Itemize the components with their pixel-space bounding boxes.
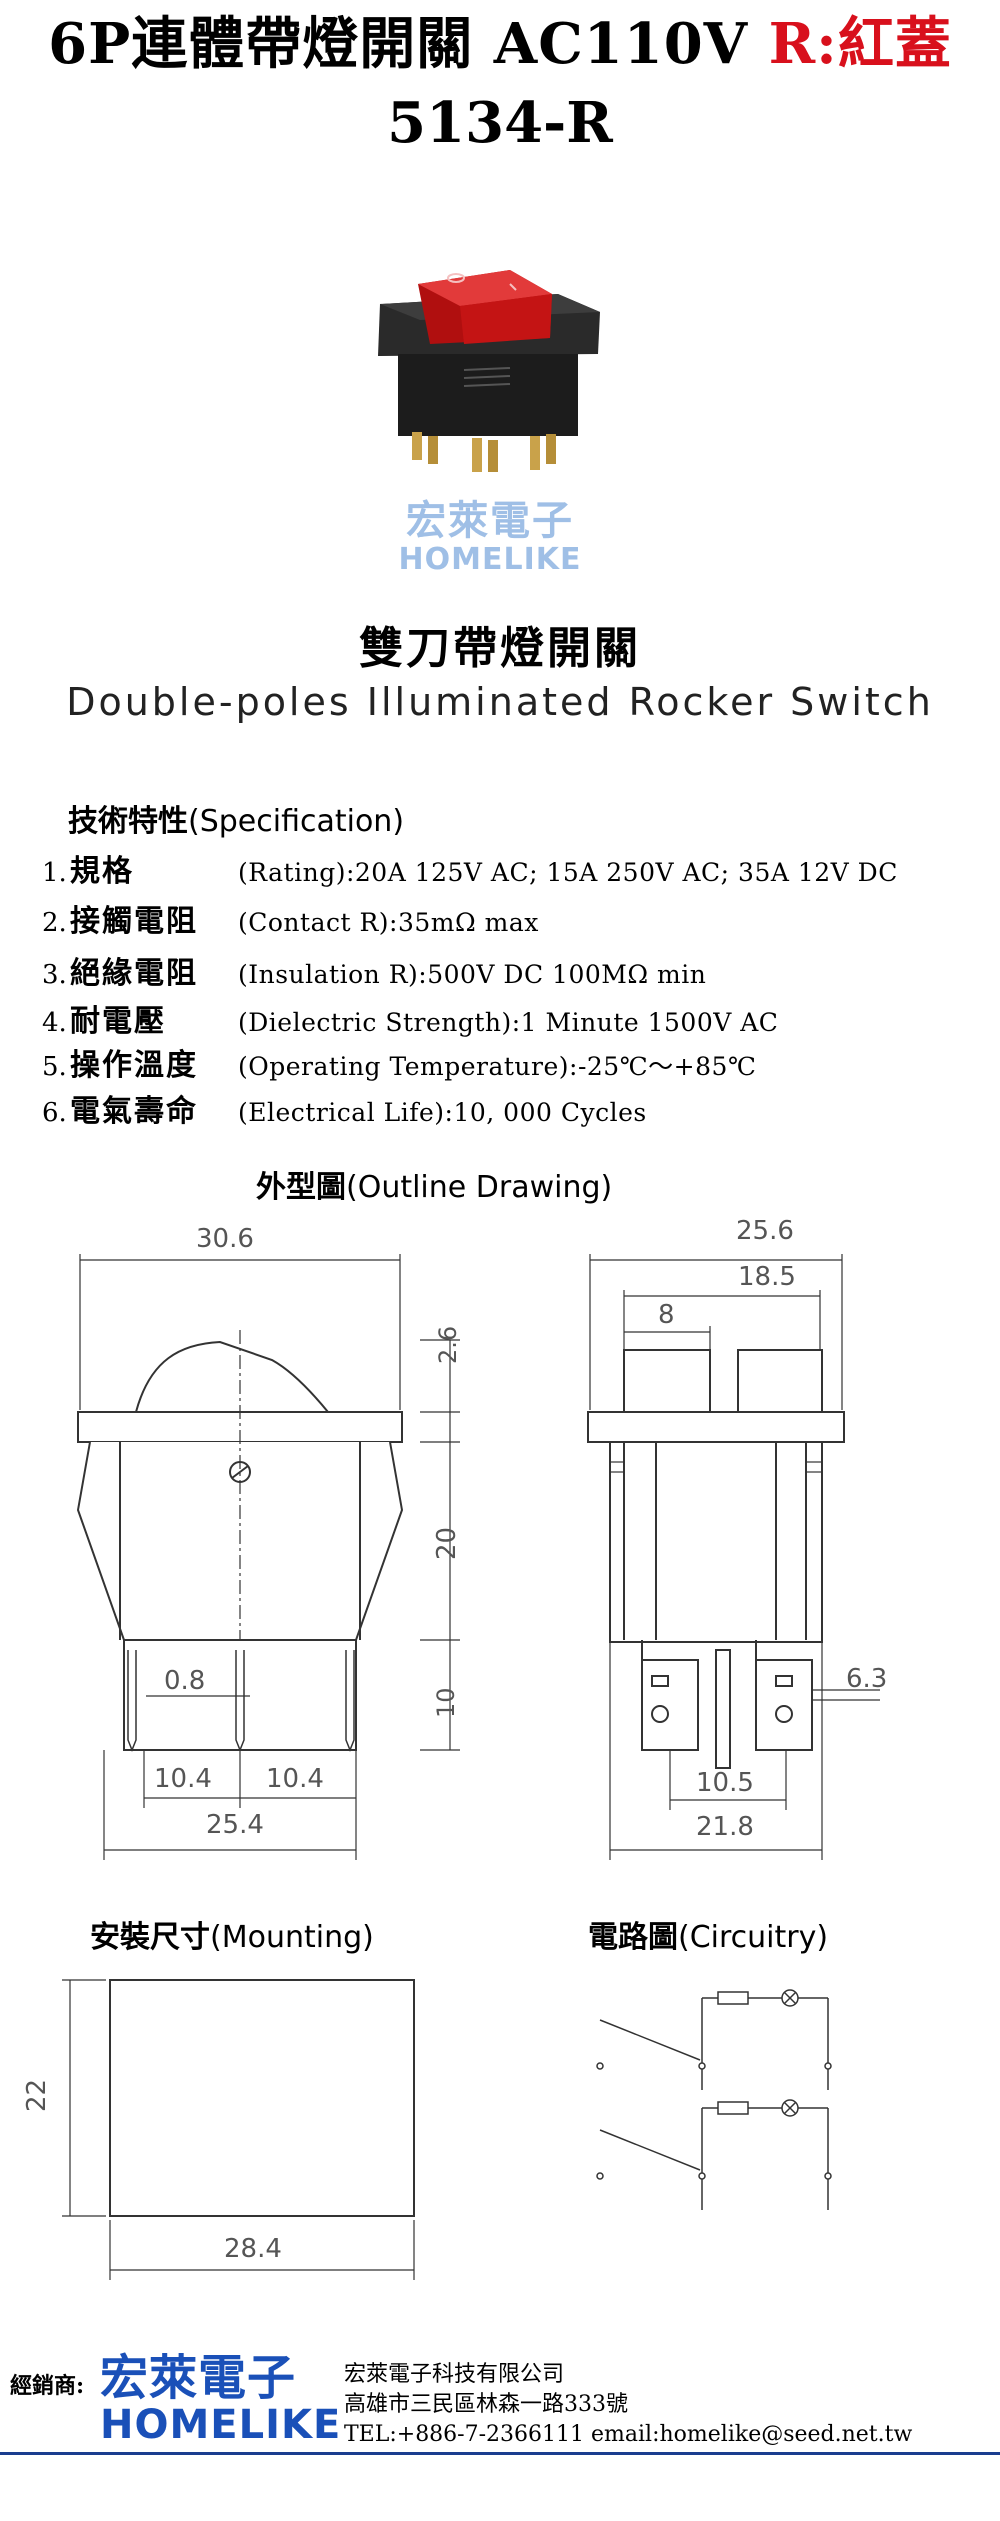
homelike-logo: 宏萊電子 HOMELIKE: [100, 2350, 342, 2448]
distributor-label: 經銷商:: [10, 2373, 85, 2399]
logo-zh: 宏萊電子: [100, 2350, 297, 2406]
spec-name: 絕緣電阻: [70, 956, 198, 991]
outline-heading-zh: 外型圖: [256, 1170, 346, 1205]
dim-front-width: 30.6: [196, 1224, 254, 1254]
spec-value: (Rating):20A 125V AC; 15A 250V AC; 35A 1…: [238, 858, 898, 887]
model-number: 5134-R: [387, 90, 613, 156]
title-main: 6P連體帶燈開關 AC110V: [48, 11, 769, 77]
spec-item: 6.電氣壽命 (Electrical Life):10, 000 Cycles: [42, 1092, 647, 1132]
company-name: 宏萊電子科技有限公司: [344, 2362, 565, 2387]
watermark-en: HOMELIKE: [398, 542, 582, 577]
spec-value: (Insulation R):500V DC 100MΩ min: [238, 960, 707, 989]
mounting-drawing: [62, 1979, 415, 2280]
spec-value: (Dielectric Strength):1 Minute 1500V AC: [238, 1008, 779, 1037]
outline-side-view: [587, 1254, 880, 1860]
spec-item: 4.耐電壓 (Dielectric Strength):1 Minute 1500…: [42, 1002, 778, 1042]
spec-num: 4.: [42, 1008, 67, 1038]
homelike-watermark: 宏萊電子 HOMELIKE: [380, 498, 600, 576]
spec-item: 3.絕緣電阻 (Insulation R):500V DC 100MΩ min: [42, 954, 706, 994]
product-photo: [378, 270, 600, 472]
outline-heading-en: (Outline Drawing): [346, 1170, 613, 1205]
spec-name: 操作溫度: [70, 1048, 198, 1083]
dim-side-pin-w: 6.3: [846, 1664, 888, 1694]
product-name-en: Double-poles Illuminated Rocker Switch: [66, 680, 934, 724]
dim-front-top: 2.6: [434, 1325, 462, 1364]
dim-mount-width: 28.4: [224, 2234, 282, 2264]
circuit-heading: 電路圖(Circuitry): [588, 1912, 828, 1956]
company-contact: TEL:+886-7-2366111 email:homelike@seed.n…: [344, 2422, 913, 2447]
spec-name: 耐電壓: [70, 1004, 166, 1039]
spec-value: (Contact R):35mΩ max: [238, 908, 539, 937]
spec-num: 1.: [42, 858, 67, 888]
spec-num: 6.: [42, 1098, 67, 1128]
dim-side-pin-gap: 10.5: [696, 1768, 754, 1798]
circuit-heading-en: (Circuitry): [678, 1920, 829, 1955]
page-title: 6P連體帶燈開關 AC110V R:紅蓋: [0, 8, 1000, 80]
dim-front-pitch2: 10.4: [266, 1764, 324, 1794]
footer-divider: [0, 2452, 1000, 2455]
spec-item: 5.操作溫度 (Operating Temperature):-25℃～+85℃: [42, 1046, 756, 1086]
dim-mount-height: 22: [22, 2078, 52, 2112]
dim-side-tab: 8: [658, 1300, 675, 1330]
mounting-heading-zh: 安裝尺寸: [90, 1920, 210, 1955]
spec-num: 2.: [42, 908, 67, 938]
dim-front-pitch1: 10.4: [154, 1764, 212, 1794]
spec-heading-en: (Specification): [188, 804, 405, 839]
dim-front-pin-w: 0.8: [164, 1666, 206, 1696]
outline-heading: 外型圖(Outline Drawing): [256, 1162, 612, 1206]
mounting-heading: 安裝尺寸(Mounting): [90, 1912, 374, 1956]
spec-value: (Electrical Life):10, 000 Cycles: [238, 1098, 647, 1127]
title-color: R:紅蓋: [768, 11, 952, 77]
spec-item: 2.接觸電阻 (Contact R):35mΩ max: [42, 902, 539, 942]
dim-front-base: 25.4: [206, 1810, 264, 1840]
product-name-zh: 雙刀帶燈開關: [359, 623, 641, 674]
dim-front-mid: 20: [432, 1526, 462, 1560]
spec-item: 1.規格 (Rating):20A 125V AC; 15A 250V AC; 3…: [42, 852, 898, 892]
spec-name: 規格: [70, 854, 134, 889]
spec-name: 電氣壽命: [70, 1094, 198, 1129]
circuit-diagram: [596, 1989, 832, 2210]
circuit-heading-zh: 電路圖: [588, 1920, 678, 1955]
watermark-zh: 宏萊電子: [406, 498, 574, 544]
spec-num: 5.: [42, 1052, 67, 1082]
dim-side-inner: 18.5: [738, 1262, 796, 1292]
outline-front-view: [76, 1254, 460, 1860]
spec-num: 3.: [42, 960, 67, 990]
company-address: 高雄市三民區林森一路333號: [344, 2392, 628, 2417]
spec-name: 接觸電阻: [70, 904, 198, 939]
dim-side-base: 21.8: [696, 1812, 754, 1842]
mounting-heading-en: (Mounting): [210, 1920, 374, 1955]
spec-value: (Operating Temperature):-25℃～+85℃: [238, 1052, 757, 1081]
spec-heading-zh: 技術特性: [68, 804, 188, 839]
spec-heading: 技術特性(Specification): [68, 796, 404, 840]
dim-side-width: 25.6: [736, 1216, 794, 1246]
logo-en: HOMELIKE: [100, 2402, 342, 2448]
dim-front-pin: 10: [432, 1687, 460, 1718]
